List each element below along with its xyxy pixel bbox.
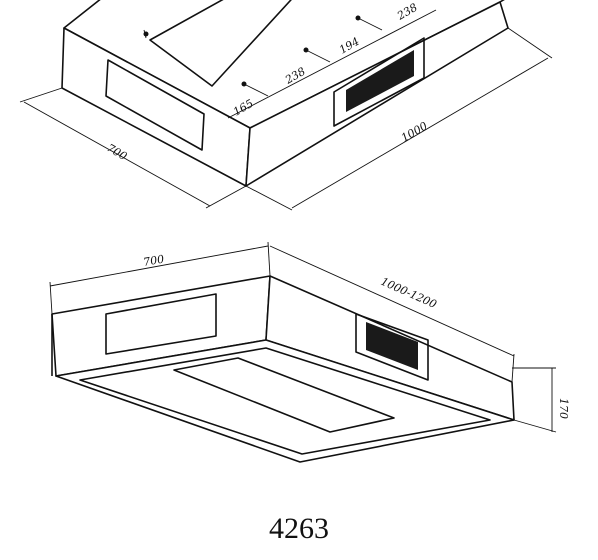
top-view-hood: 700 1000 165 238 194 238 <box>19 0 553 211</box>
top-view-left-window <box>105 59 205 151</box>
top-view-mounting-holes <box>143 15 383 97</box>
mount-hole-icon <box>241 81 247 87</box>
bottom-view-left-window <box>105 293 217 355</box>
top-view-width-dim-line <box>291 57 549 209</box>
bottom-view-height-label: 170 <box>557 398 570 419</box>
bottom-view-grille-frame <box>355 313 429 381</box>
top-view-depth-dim-line <box>23 101 211 207</box>
bottom-view-width-dim-line <box>269 245 515 357</box>
top-view-spacing-dim-line <box>227 9 437 119</box>
top-view-width-label: 1000 <box>399 119 430 144</box>
top-view-depth-label: 700 <box>105 141 130 163</box>
bottom-view-width-label: 1000-1200 <box>379 275 439 311</box>
mount-hole-icon <box>355 15 361 21</box>
model-number: 4263 <box>269 512 329 545</box>
mount-hole-icon <box>143 31 149 37</box>
bottom-view-depth-dim-line <box>49 245 269 287</box>
bottom-view-filter-panel <box>173 357 395 433</box>
top-view-grille-frame <box>333 37 425 127</box>
mount-hole-icon <box>303 47 309 53</box>
top-view-light-panel <box>149 0 292 87</box>
bottom-view-hood: 700 1000-1200 170 <box>49 241 570 463</box>
bottom-view-grille <box>366 322 418 370</box>
bottom-view-bottom-inner <box>79 347 491 455</box>
bottom-view-depth-label: 700 <box>142 253 165 269</box>
top-view-grille <box>346 50 414 112</box>
